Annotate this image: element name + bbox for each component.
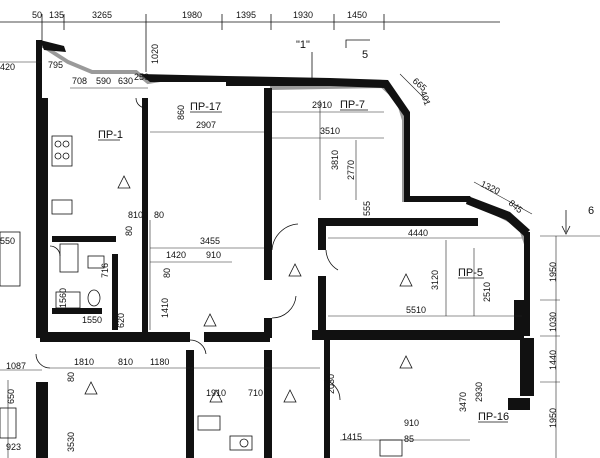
inner-dimensions: 795 708 590 630 250 420 2907 2910 3510 4…: [0, 60, 428, 452]
dim-910-a: 910: [206, 250, 221, 260]
dim-80-c: 80: [162, 268, 172, 278]
detail-lines: [0, 61, 600, 458]
dim-1020: 1020: [150, 44, 160, 64]
dim-80-a: 80: [154, 210, 164, 220]
dim-top-2: 3265: [92, 10, 112, 20]
dim-401: 401: [418, 89, 433, 107]
dim-1550: 1550: [82, 315, 102, 325]
dim-1560: 1560: [58, 288, 68, 308]
dim-420: 420: [0, 62, 15, 72]
dim-810: 810: [128, 210, 143, 220]
vertical-dimensions: 1020 860 3810 2770 555 3120 2510 1410 19…: [6, 44, 558, 452]
dim-1440: 1440: [548, 350, 558, 370]
dim-3470: 3470: [458, 392, 468, 412]
dim-1910: 1910: [206, 388, 226, 398]
top-dimension-line: 50 135 3265 1980 1395 1930 1450: [0, 10, 500, 72]
dim-710-b: 710: [248, 388, 263, 398]
dim-590: 590: [96, 76, 111, 86]
dim-708: 708: [72, 76, 87, 86]
dim-top-5: 1930: [293, 10, 313, 20]
dim-923: 923: [6, 442, 21, 452]
room-label-pr5: ПР-5: [458, 267, 483, 279]
room-markers: [84, 175, 413, 403]
dim-2907: 2907: [196, 120, 216, 130]
interior-walls: [36, 88, 524, 458]
dim-620: 620: [116, 313, 126, 328]
room-label-pr17: ПР-17: [190, 101, 221, 113]
dim-716: 716: [100, 263, 110, 278]
dim-795: 795: [48, 60, 63, 70]
dim-2030: 2030: [326, 374, 336, 394]
dim-3120: 3120: [430, 270, 440, 290]
dim-860: 860: [176, 105, 186, 120]
axis-marker-6: 6: [588, 205, 594, 217]
dim-4440: 4440: [408, 228, 428, 238]
room-labels: ПР-17 ПР-7 ПР-1 ПР-5 ПР-16: [98, 99, 509, 423]
dim-1410: 1410: [160, 298, 170, 318]
dim-1030: 1030: [548, 312, 558, 332]
dim-555: 555: [362, 201, 372, 216]
dim-2930: 2930: [474, 382, 484, 402]
dim-1420: 1420: [166, 250, 186, 260]
dim-top-1: 135: [49, 10, 64, 20]
dim-80-b: 80: [124, 226, 134, 236]
dim-650: 650: [6, 389, 16, 404]
dim-810-b: 810: [118, 357, 133, 367]
room-label-pr7: ПР-7: [340, 99, 365, 111]
dim-1320: 1320: [479, 179, 501, 197]
dim-5510: 5510: [406, 305, 426, 315]
dim-85: 85: [404, 434, 414, 444]
dim-3510: 3510: [320, 126, 340, 136]
dim-630: 630: [118, 76, 133, 86]
dim-1950-a: 1950: [548, 262, 558, 282]
dim-550: 550: [0, 236, 15, 246]
dim-910-b: 910: [404, 418, 419, 428]
outer-wall: [36, 40, 534, 410]
dim-top-4: 1395: [236, 10, 256, 20]
fixtures: [0, 135, 403, 457]
section-marker-1: "1": [296, 39, 310, 51]
dim-2910: 2910: [312, 100, 332, 110]
dim-1510: 1510: [186, 356, 196, 376]
room-label-pr16: ПР-16: [478, 411, 509, 423]
dim-250: 250: [134, 72, 149, 82]
dim-top-6: 1450: [347, 10, 367, 20]
dim-top-0: 50: [32, 10, 42, 20]
room-label-pr1: ПР-1: [98, 129, 123, 141]
dim-1415: 1415: [342, 432, 362, 442]
dim-1180: 1180: [150, 357, 169, 367]
dim-3810: 3810: [330, 150, 340, 170]
dim-80-d: 80: [66, 372, 76, 382]
dim-3455: 3455: [200, 236, 220, 246]
dim-top-3: 1980: [182, 10, 202, 20]
door-swings: [35, 97, 341, 401]
axis-marker-5: 5: [362, 49, 368, 61]
dim-1087: 1087: [6, 361, 26, 371]
dim-2770: 2770: [346, 160, 356, 180]
dim-1810: 1810: [74, 357, 94, 367]
dim-2510: 2510: [482, 282, 492, 302]
axis-markers: 5 6 "1": [296, 39, 594, 235]
dim-1950-b: 1950: [548, 408, 558, 428]
dim-3530: 3530: [66, 432, 76, 452]
